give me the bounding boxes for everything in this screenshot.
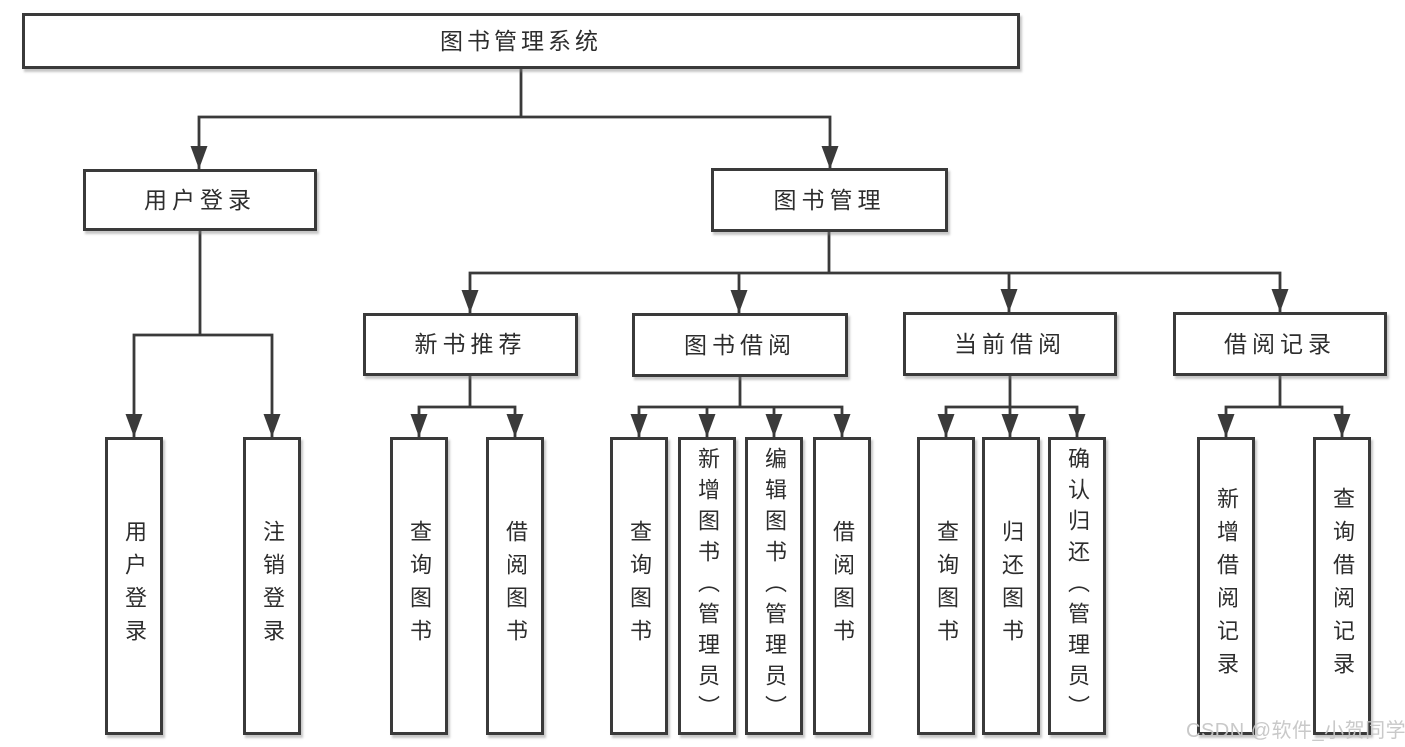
leaf-return-book-label: 归还图书	[999, 520, 1024, 652]
node-borrow-records: 借阅记录	[1173, 312, 1387, 376]
node-root-label: 图书管理系统	[440, 27, 602, 54]
leaf-confirm-return-admin: 确认归还（管理员）	[1048, 437, 1106, 735]
leaf-edit-book-admin-label: 编辑图书（管理员）	[762, 446, 787, 726]
leaf-query-books-current: 查询图书	[917, 437, 975, 735]
leaf-logout-label: 注销登录	[260, 520, 285, 652]
node-book-management-label: 图书管理	[773, 186, 886, 213]
node-book-management: 图书管理	[711, 168, 948, 232]
node-book-borrow-label: 图书借阅	[684, 331, 796, 358]
leaf-user-login-label: 用户登录	[122, 520, 147, 652]
node-user-login-label: 用户登录	[144, 186, 256, 213]
leaf-query-books-recommend: 查询图书	[390, 437, 448, 735]
node-book-borrow: 图书借阅	[632, 313, 848, 377]
leaf-borrow-book: 借阅图书	[813, 437, 871, 735]
leaf-confirm-return-admin-label: 确认归还（管理员）	[1065, 446, 1090, 726]
node-current-borrow-label: 当前借阅	[954, 330, 1066, 357]
leaf-add-borrow-record: 新增借阅记录	[1197, 437, 1255, 735]
leaf-user-login: 用户登录	[105, 437, 163, 735]
node-borrow-records-label: 借阅记录	[1224, 330, 1336, 357]
node-current-borrow: 当前借阅	[903, 312, 1117, 376]
leaf-query-borrow-record-label: 查询借阅记录	[1330, 487, 1355, 685]
leaf-logout: 注销登录	[243, 437, 301, 735]
node-root: 图书管理系统	[22, 13, 1020, 69]
leaf-query-books-current-label: 查询图书	[934, 520, 959, 652]
leaf-return-book: 归还图书	[982, 437, 1040, 735]
csdn-watermark: CSDN @软件_小贺同学	[1186, 720, 1405, 742]
leaf-query-books-borrow: 查询图书	[610, 437, 668, 735]
arrowheads	[125, 146, 1351, 437]
leaf-query-books-borrow-label: 查询图书	[627, 520, 652, 652]
leaf-add-book-admin: 新增图书（管理员）	[678, 437, 736, 735]
leaf-add-borrow-record-label: 新增借阅记录	[1214, 487, 1239, 685]
leaf-borrow-books-recommend: 借阅图书	[486, 437, 544, 735]
leaf-borrow-books-recommend-label: 借阅图书	[503, 520, 528, 652]
leaf-edit-book-admin: 编辑图书（管理员）	[745, 437, 803, 735]
leaf-query-books-recommend-label: 查询图书	[407, 520, 432, 652]
node-new-book-recommend-label: 新书推荐	[414, 331, 527, 357]
leaf-borrow-book-label: 借阅图书	[830, 520, 855, 652]
node-new-book-recommend: 新书推荐	[363, 313, 578, 376]
leaf-add-book-admin-label: 新增图书（管理员）	[695, 446, 720, 726]
leaf-query-borrow-record: 查询借阅记录	[1313, 437, 1371, 735]
node-user-login: 用户登录	[83, 169, 317, 231]
